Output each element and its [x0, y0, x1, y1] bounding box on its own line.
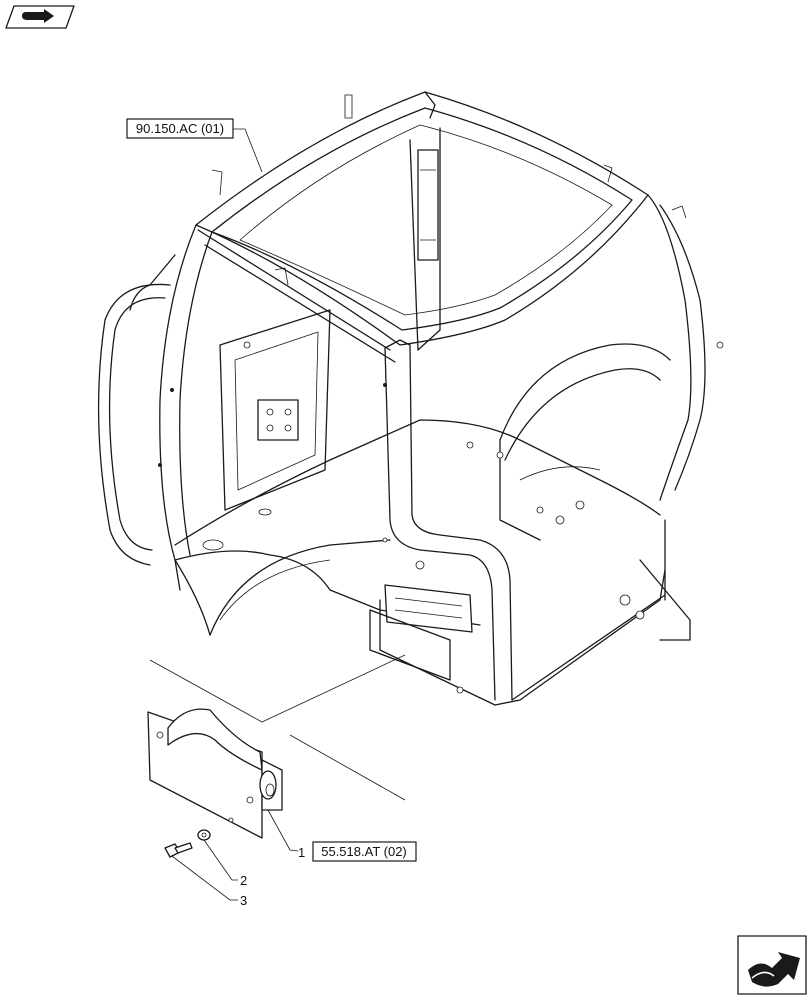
washer [197, 829, 238, 881]
cab-frame [97, 91, 724, 706]
next-page-arrow-icon[interactable] [737, 935, 807, 995]
callout-2: 2 [240, 873, 247, 888]
callout-1: 1 [298, 845, 305, 860]
svg-text:55.518.AT (02): 55.518.AT (02) [321, 844, 407, 859]
open-book-arrow-icon[interactable] [5, 5, 75, 29]
callout-3: 3 [240, 893, 247, 908]
reference-leader-cab [233, 128, 263, 173]
bracket-assembly [147, 708, 299, 852]
reference-label-cab[interactable]: 90.150.AC (01) [126, 118, 234, 139]
bolt [164, 842, 238, 901]
exploded-view-leaders [149, 654, 406, 801]
reference-label-bracket[interactable]: 55.518.AT (02) [312, 841, 417, 862]
svg-text:90.150.AC (01): 90.150.AC (01) [136, 121, 224, 136]
